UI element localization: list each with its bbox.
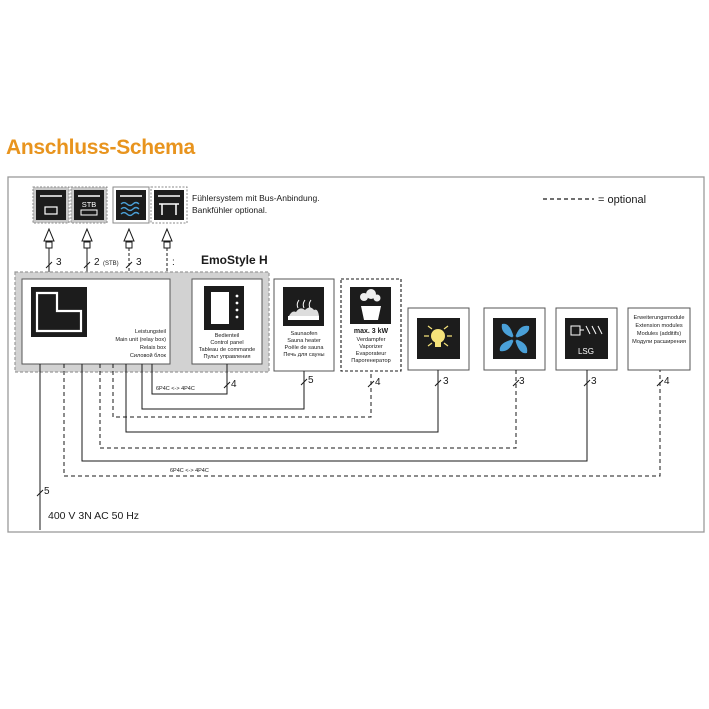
sensor-connector-icon-1	[43, 227, 55, 249]
cabling	[36, 364, 664, 530]
heater-line-3: Poêle de sauna	[285, 345, 325, 351]
wire-count-sensor2-note: (STB)	[103, 261, 119, 267]
extension-line-2: Extension modules	[635, 323, 682, 329]
wire-count-lsg: 3	[591, 376, 597, 387]
extension-line-1: Erweiterungsmodule	[634, 315, 685, 321]
stb-label: STB	[82, 200, 97, 209]
vaporizer-line-4: Парогенератор	[351, 358, 390, 364]
wire-count-fan: 3	[519, 376, 525, 387]
heater-line-2: Sauna heater	[287, 338, 321, 344]
optional-tick: :	[172, 257, 175, 268]
diagram-frame	[7, 176, 705, 533]
wire-count-sensor3: 3	[136, 257, 142, 268]
lsg-relay-icon	[565, 318, 608, 359]
lsg-label: LSG	[578, 347, 594, 356]
wire-count-light: 3	[443, 376, 449, 387]
sensor-icon-group: STB	[32, 186, 188, 224]
vaporizer-line-1: Verdampfer	[357, 337, 386, 343]
sensor-connector-icon-3	[123, 227, 135, 249]
page-title: Anschluss-Schema	[6, 136, 195, 159]
wire-count-extension: 4	[664, 376, 670, 387]
main-unit-line-1: Leistungsteil	[135, 329, 166, 335]
legend-optional-label: = optional	[598, 194, 646, 206]
sensor-connector-icon-2	[81, 227, 93, 249]
main-unit-line-3: Relais box	[140, 345, 166, 351]
bench-temperature-sensor-icon	[154, 190, 184, 220]
main-unit-line-2: Main unit (relay box)	[115, 337, 166, 343]
control-panel-line-2: Control panel	[210, 340, 243, 346]
ext-link-cable-label: 6P4C <-> 4P4C	[170, 468, 209, 474]
sensor-note-line1: Fühlersystem mit Bus-Anbindung.	[192, 193, 320, 203]
control-panel-line-4: Пульт управления	[203, 354, 250, 360]
main-unit-line-4: Силовой блок	[130, 352, 167, 359]
control-link-cable-label: 6P4C <-> 4P4C	[156, 386, 195, 392]
vaporizer-power: max. 3 kW	[354, 328, 389, 335]
extension-box	[627, 307, 691, 371]
wire-count-power: 5	[44, 486, 50, 497]
control-panel-line-1: Bedienteil	[215, 333, 240, 339]
sensor-connector-group	[43, 227, 173, 249]
vaporizer-line-3: Evaporateur	[356, 351, 387, 357]
heater-line-4: Печь для сауны	[283, 352, 324, 358]
extension-line-3: Modules (additifs)	[637, 331, 681, 337]
heater-line-1: Saunaofen	[290, 331, 317, 337]
control-panel-line-3: Tableau de commande	[199, 347, 256, 353]
wire-count-sensor2: 2	[94, 257, 100, 268]
wire-count-control: 4	[231, 379, 237, 390]
extension-line-4: Модули расширения	[632, 339, 686, 345]
vaporizer-line-2: Vaporizer	[359, 344, 383, 350]
wire-count-sensor1: 3	[56, 257, 62, 268]
sensor-connector-icon-4	[161, 227, 173, 249]
bench-sensor-icon	[36, 190, 66, 220]
product-name: EmoStyle H	[201, 253, 268, 267]
sensor-note-line2: Bankfühler optional.	[192, 205, 267, 215]
wire-count-vaporizer: 4	[375, 377, 381, 388]
power-supply-label: 400 V 3N AC 50 Hz	[48, 510, 139, 522]
wire-count-heater: 5	[308, 375, 314, 386]
